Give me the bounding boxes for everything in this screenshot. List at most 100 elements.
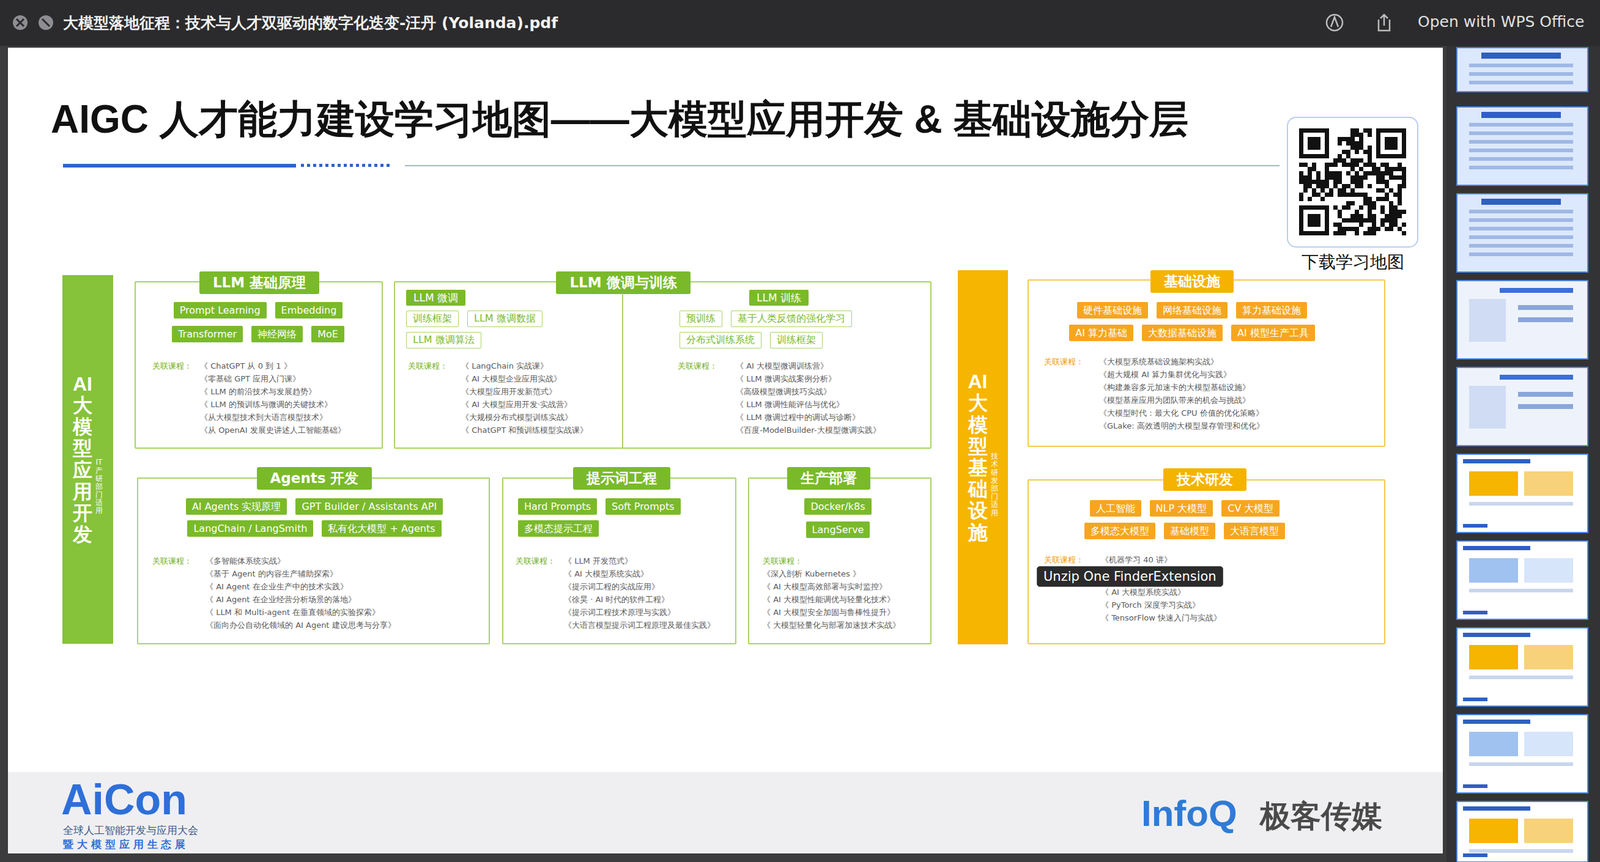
qr-module xyxy=(1371,201,1377,206)
qr-module xyxy=(1371,205,1377,210)
tag-text: 多模态大模型 xyxy=(1084,522,1156,540)
qr-module xyxy=(1316,175,1321,180)
qr-module xyxy=(1376,226,1381,232)
qr-finder xyxy=(1380,132,1402,155)
qr-module xyxy=(1384,218,1389,223)
thumbnail-block xyxy=(1469,140,1574,144)
thumbnail-page xyxy=(1456,193,1588,273)
thumbnail-block xyxy=(1469,63,1574,68)
course-item: 《 AI Agent 在企业经营分析场景的落地》 xyxy=(205,594,356,606)
thumbnail-block xyxy=(1469,80,1574,85)
qr-module xyxy=(1388,171,1394,176)
qr-module xyxy=(1388,201,1394,206)
sub-panel: LLM 微调关联课程：《 LangChain 实战课》《 AI 大模型企业应用实… xyxy=(395,293,624,449)
qr-frame xyxy=(1287,117,1418,248)
qr-module xyxy=(1380,209,1385,215)
qr-module xyxy=(1333,184,1338,189)
qr-module xyxy=(1359,137,1364,142)
qr-module xyxy=(1367,128,1372,133)
underline-dot xyxy=(325,163,329,167)
qr-module xyxy=(1393,192,1398,197)
course-item: 《 AI Agent 在企业生产中的技术实践》 xyxy=(205,581,349,593)
qr-module xyxy=(1359,192,1364,197)
thumbnail-page xyxy=(1456,541,1588,620)
qr-module xyxy=(1354,214,1360,219)
topic-tag: 训练框架 xyxy=(406,310,459,328)
qr-module xyxy=(1333,179,1338,185)
qr-module xyxy=(1350,145,1355,150)
course-item: 《 AI 大模型应用开发·实战营》 xyxy=(461,399,572,411)
qr-module xyxy=(1350,158,1355,163)
thumbnail xyxy=(1456,541,1588,620)
qr-module xyxy=(1329,188,1334,193)
topic-tag: NLP 大模型 xyxy=(1149,500,1214,517)
qr-finder xyxy=(1303,209,1325,232)
qr-module xyxy=(1367,231,1372,236)
qr-module xyxy=(1341,158,1347,163)
qr-module xyxy=(1333,231,1338,236)
underline-dot xyxy=(349,163,353,167)
course-label: 关联课程： xyxy=(1044,356,1084,368)
underline-dot xyxy=(337,163,341,167)
topic-panel: LLM 微调与训练LLM 微调关联课程：《 LangChain 实战课》《 AI… xyxy=(393,281,932,449)
qr-module xyxy=(1337,179,1342,185)
topic-tag: 大数据基础设施 xyxy=(1141,324,1223,342)
qr-module xyxy=(1388,214,1394,219)
qr-module xyxy=(1324,171,1330,176)
thumbnail-block xyxy=(1481,111,1561,119)
thumbnail-block xyxy=(1462,459,1531,464)
qr-module xyxy=(1329,162,1334,167)
qr-module xyxy=(1307,171,1312,176)
thumbnail-page xyxy=(1456,107,1588,186)
tag-text: 训练框架 xyxy=(406,311,459,326)
qr-module xyxy=(1359,179,1364,185)
thumbnail-block xyxy=(1469,131,1574,136)
tag-text: AI 模型生产工具 xyxy=(1231,324,1315,342)
qr-module xyxy=(1397,192,1402,197)
tag-text: 预训练 xyxy=(680,311,722,326)
underline-dot xyxy=(362,163,366,167)
course-item: 《提示词工程的实战应用》 xyxy=(563,581,660,593)
qr-module xyxy=(1384,162,1389,167)
course-item: 《 LLM 微调性能评估与优化》 xyxy=(735,399,845,411)
thumbnail-block xyxy=(1469,157,1574,161)
qr-module xyxy=(1316,192,1321,197)
qr-module xyxy=(1337,158,1342,163)
qr-code xyxy=(1299,128,1407,236)
qr-module xyxy=(1299,175,1304,180)
qr-module xyxy=(1380,175,1385,180)
thumbnail-block xyxy=(1518,317,1574,323)
topic-tag: Embedding xyxy=(275,302,344,319)
qr-module xyxy=(1350,192,1355,197)
thumbnail-block xyxy=(1462,853,1488,858)
topic-tag: 预训练 xyxy=(679,310,723,328)
topic-tag: 多模态大模型 xyxy=(1084,522,1156,540)
topic-tag: AI Agents 实现原理 xyxy=(185,498,288,515)
qr-module xyxy=(1371,222,1377,227)
qr-module xyxy=(1376,196,1381,202)
qr-finder xyxy=(1307,137,1321,150)
thumbnail xyxy=(1456,628,1588,707)
band-title: AI大模型应用开发 xyxy=(72,373,93,547)
course-item: 《超大规模 AI 算力集群优化与实践》 xyxy=(1099,369,1232,381)
qr-module xyxy=(1307,196,1312,202)
title-underline-dots xyxy=(300,163,390,167)
qr-module xyxy=(1299,196,1304,202)
qr-module xyxy=(1354,231,1360,236)
thumbnail-block xyxy=(1462,784,1488,789)
course-label: 关联课程： xyxy=(152,555,193,567)
qr-module xyxy=(1367,162,1372,167)
qr-module xyxy=(1341,205,1347,210)
qr-module xyxy=(1397,196,1402,202)
qr-module xyxy=(1367,154,1372,159)
thumbnail-block xyxy=(1518,305,1574,311)
panel-heading: 提示词工程 xyxy=(573,467,671,490)
qr-module xyxy=(1363,149,1368,155)
topic-panel: 技术研发关联课程：《机器学习 40 讲》《 AI 大模型系统实战》《 PyTor… xyxy=(1027,479,1386,645)
qr-module xyxy=(1346,184,1351,189)
tag-text: LLM 微调算法 xyxy=(406,332,481,348)
tag-text: 网络基础设施 xyxy=(1156,302,1228,319)
thumbnail-block xyxy=(1469,252,1574,257)
course-item: 《从 OpenAI 发展史讲述人工智能基础》 xyxy=(200,425,346,437)
qr-module xyxy=(1307,179,1312,185)
